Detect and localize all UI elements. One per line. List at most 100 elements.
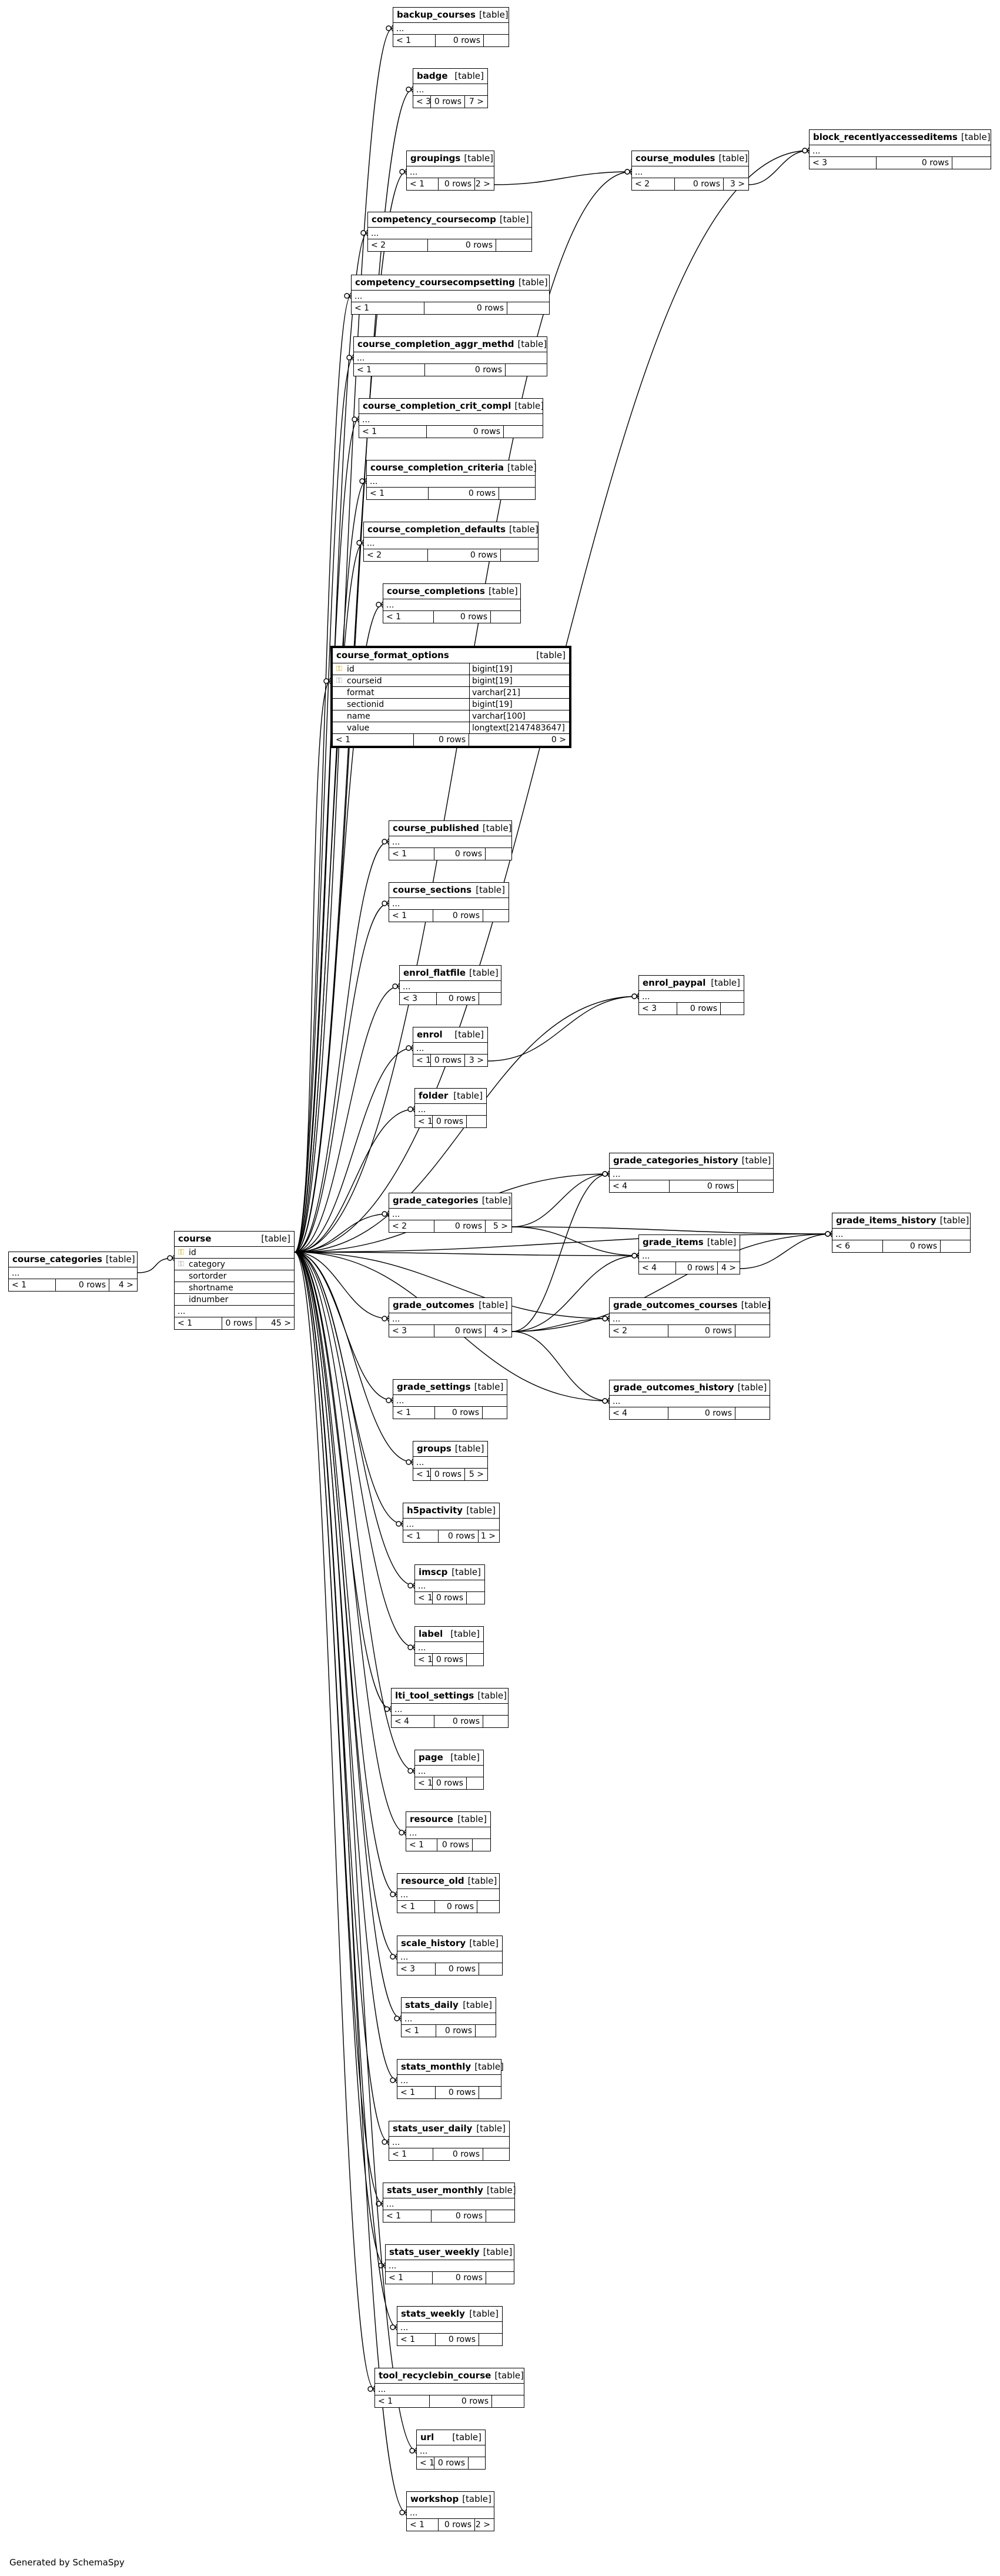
children-count[interactable]: 7 > [469,97,484,106]
table-name[interactable]: stats_daily [405,2000,459,2010]
parents-count[interactable]: < 1 [407,2519,439,2531]
children-count[interactable]: 4 > [721,1263,736,1273]
table-name[interactable]: resource_old [401,1876,464,1886]
parents-count[interactable]: < 1 [402,2025,436,2037]
parents-count[interactable]: < 3 [389,1325,434,1337]
parents-count[interactable]: < 2 [610,1325,668,1337]
parents-count[interactable]: < 1 [397,2334,436,2345]
table-name[interactable]: block_recentlyaccesseditems [813,132,958,142]
children-count[interactable] [486,848,511,860]
table-name[interactable]: groupings [410,153,461,163]
parents-count[interactable]: < 1 [9,1279,56,1291]
table-block-recentlyaccesseditems[interactable]: block_recentlyaccesseditems[table]...< 3… [809,129,991,169]
children-count[interactable] [721,1003,743,1015]
table-name[interactable]: groups [417,1443,451,1454]
children-count[interactable] [499,488,534,499]
table-name[interactable]: grade_items_history [836,1215,937,1226]
table-name[interactable]: course [178,1233,212,1244]
table-course-completion-aggr-methd[interactable]: course_completion_aggr_methd[table]...< … [353,336,547,376]
table-name[interactable]: h5pactivity [407,1505,463,1516]
parents-count[interactable]: < 1 [413,1055,431,1066]
table-name[interactable]: course_completion_crit_compl [363,401,511,411]
children-count[interactable] [483,910,508,922]
table-name[interactable]: stats_weekly [401,2308,465,2319]
parents-count[interactable]: < 1 [417,2457,434,2469]
parents-count[interactable]: < 4 [639,1262,676,1274]
children-count[interactable] [483,1716,507,1727]
children-count[interactable] [496,239,531,251]
parents-count[interactable]: < 1 [367,488,429,499]
parents-count[interactable]: < 1 [415,1654,433,1666]
table-name[interactable]: stats_monthly [401,2061,471,2072]
children-count[interactable] [476,2025,495,2037]
children-count[interactable]: 3 > [469,1056,484,1065]
parents-count[interactable]: < 1 [383,2210,432,2222]
parents-count[interactable]: < 1 [354,364,425,376]
children-count[interactable] [467,1592,484,1604]
table-name[interactable]: enrol_flatfile [403,967,466,978]
table-name[interactable]: competency_coursecompsetting [355,277,515,288]
table-name[interactable]: course_completion_criteria [370,462,504,473]
parents-count[interactable]: < 2 [632,178,675,190]
parents-count[interactable]: < 4 [392,1716,434,1727]
table-name[interactable]: stats_user_weekly [389,2247,480,2257]
children-count[interactable]: 5 > [493,1222,508,1231]
parents-count[interactable]: < 1 [415,1116,433,1127]
parents-count[interactable]: < 2 [364,549,428,561]
table-name[interactable]: course_format_options [336,650,449,660]
parents-count[interactable]: < 4 [610,1180,670,1192]
children-count[interactable] [486,2272,513,2284]
table-name[interactable]: course_categories [12,1254,102,1264]
children-count[interactable] [473,1839,490,1851]
children-count[interactable] [484,35,508,46]
children-count[interactable] [479,2334,501,2345]
table-name[interactable]: grade_outcomes_courses [613,1300,738,1310]
parents-count[interactable]: < 6 [832,1240,883,1252]
parents-count[interactable]: < 1 [406,1839,437,1851]
parents-count[interactable]: < 1 [389,848,434,860]
table-name[interactable]: stats_user_monthly [387,2185,483,2195]
table-name[interactable]: competency_coursecomp [372,214,496,225]
table-name[interactable]: folder [419,1090,449,1101]
parents-count[interactable]: < 1 [415,1592,433,1604]
table-name[interactable]: workshop [410,2494,459,2504]
parents-count[interactable]: < 1 [403,1530,439,1542]
table-name[interactable]: scale_history [401,1938,466,1948]
children-count[interactable] [467,1116,486,1127]
children-count[interactable] [467,1654,483,1666]
children-count[interactable] [479,993,500,1005]
table-name[interactable]: grade_categories [393,1195,479,1206]
table-name[interactable]: label [419,1629,443,1639]
children-count[interactable] [469,2457,484,2469]
table-name[interactable]: lti_tool_settings [395,1690,474,1701]
table-name[interactable]: course_completion_aggr_methd [357,339,514,349]
table-name[interactable]: stats_user_daily [393,2123,473,2134]
children-count[interactable]: 1 > [480,1531,496,1541]
parents-count[interactable]: < 1 [175,1317,223,1329]
children-count[interactable] [486,2210,514,2222]
table-name[interactable]: grade_items [643,1237,704,1247]
table-competency-coursecompsetting[interactable]: competency_coursecompsetting[table]...< … [351,275,550,315]
table-name[interactable]: grade_categories_history [613,1155,738,1166]
parents-count[interactable]: < 1 [383,611,434,623]
children-count[interactable]: 2 > [475,2520,490,2530]
table-name[interactable]: grade_settings [397,1382,471,1392]
